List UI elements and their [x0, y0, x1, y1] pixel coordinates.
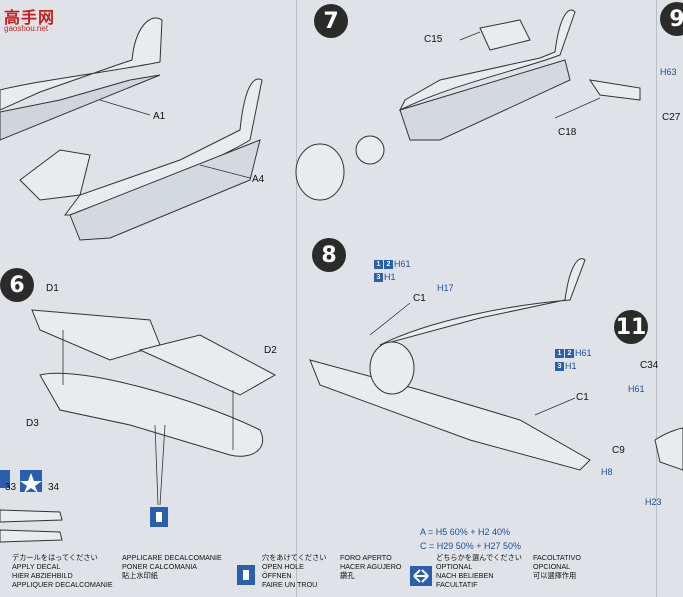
paint-ref: H61 — [628, 384, 645, 394]
seat-part — [19, 149, 91, 201]
part-label-d3: D3 — [26, 418, 39, 429]
fuselage-half-a1 — [0, 17, 163, 111]
wing-d1 — [31, 309, 161, 361]
part-label-c1: C1 — [576, 392, 589, 403]
legend-optional: どちらかを選んでください OPTIONAL NACH BELIEBEN FACU… — [436, 553, 522, 589]
paint-ref: H8 — [601, 467, 613, 477]
part-label-c27: C27 — [662, 112, 681, 123]
engine — [355, 135, 385, 165]
step-number-6: 6 — [0, 268, 34, 302]
part-label-c15: C15 — [424, 34, 443, 45]
stabilizer-c15 — [479, 19, 531, 51]
legend-optional-alt: FACOLTATIVO OPCIONAL 可以選擇作用 — [533, 553, 581, 580]
fuselage-step7 — [398, 9, 576, 112]
mix-formula-a: A = H5 60% + H2 40% — [420, 527, 511, 537]
wing-step8 — [309, 359, 591, 471]
part-label-a1: A1 — [153, 111, 166, 122]
decal-number-33: 33 — [5, 482, 17, 493]
wing-d3 — [39, 372, 264, 457]
part-label-c1: C1 — [413, 293, 426, 304]
step-number-7: 7 — [314, 4, 348, 38]
cowling — [295, 143, 345, 201]
paint-ref: H23 — [645, 497, 662, 507]
legend-hole-alt: FORO APERTO HACER AGUJERO 鑽孔 — [340, 553, 402, 580]
step-number-11: 11 — [614, 310, 648, 344]
decal-number-34: 34 — [48, 482, 60, 493]
part-label-a4: A4 — [252, 174, 265, 185]
part-step11 — [654, 427, 683, 471]
part-label-c34: C34 — [640, 360, 659, 371]
paint-ref: H17 — [437, 283, 454, 293]
part-label-d1: D1 — [46, 283, 59, 294]
part-label-c18: C18 — [558, 127, 577, 138]
step-number-8: 8 — [312, 238, 346, 272]
fuselage-step8 — [379, 258, 586, 346]
fold-line — [296, 0, 297, 597]
decal-strip — [0, 509, 63, 523]
cowling-step8 — [369, 341, 415, 395]
part-label-d2: D2 — [264, 345, 277, 356]
legend-hole: 穴をあけてください OPEN HOLE ÖFFNEN FAIRE UN TROU — [262, 553, 327, 589]
watermark-logo: 高手网 gaoshou.net — [4, 10, 56, 33]
paint-ref: H63 — [660, 67, 677, 77]
fold-line — [656, 0, 657, 597]
step-number-9: 9 — [660, 2, 683, 36]
wing-d2 — [138, 334, 277, 396]
legend-decal: デカールをはってください APPLY DECAL HIER ABZIEHBILD… — [12, 553, 113, 589]
stabilizer-c18 — [588, 79, 641, 101]
mix-formula-c: C = H29 50% + H27 50% — [420, 541, 522, 551]
part-label-c9: C9 — [612, 445, 625, 456]
legend-decal-alt: APPLICARE DECALCOMANIE PONER CALCOMANIA … — [122, 553, 222, 580]
